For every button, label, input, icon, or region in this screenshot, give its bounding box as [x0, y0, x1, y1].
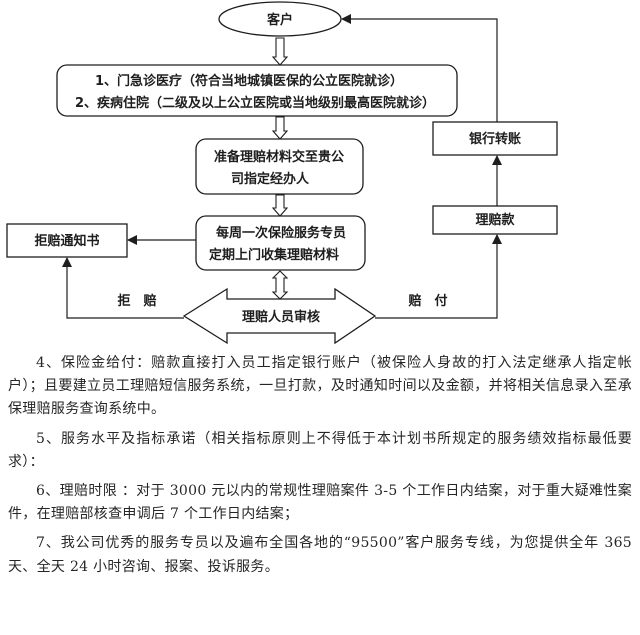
- bank-transfer-box: 银行转账: [432, 121, 558, 156]
- rejection-notice-box: 拒赔通知书: [6, 223, 128, 258]
- flow-arrow-weekly-to-review: [271, 270, 289, 300]
- paragraph-service-level: 5、服务水平及指标承诺（相关指标原则上不得低于本计划书所规定的服务绩效指标最低要…: [8, 430, 632, 470]
- flow-arrow-prepare-to-weekly: [271, 194, 289, 217]
- weekly-collection-box: 每周一次保险服务专员 定期上门收集理赔材料: [195, 215, 366, 271]
- weekly-line-2: 定期上门收集理赔材料: [208, 247, 339, 263]
- paragraph-hotline: 7、我公司优秀的服务专员以及遍布全国各地的“95500”客户服务专线，为您提供全…: [8, 535, 632, 575]
- flow-arrow-customer-to-medical: [271, 37, 289, 66]
- prepare-line-2: 司指定经办人: [231, 171, 310, 187]
- body-text: 4、保险金给付：赔款直接打入员工指定银行账户（被保险人身故的打入法定继承人指定帐…: [8, 352, 632, 585]
- pay-label: 赔 付: [407, 293, 447, 309]
- rejection-notice-label: 拒赔通知书: [34, 233, 99, 249]
- claim-payment-box: 理赔款: [432, 205, 558, 235]
- flow-line-reject: 拒 赔: [62, 257, 184, 319]
- medical-line-1: 1、门急诊医疗（符合当地城镇医保的公立医院就诊）: [95, 73, 403, 89]
- prepare-materials-box: 准备理赔材料交至贵公 司指定经办人: [195, 138, 364, 195]
- bank-transfer-label: 银行转账: [469, 131, 521, 147]
- paragraph-payment: 4、保险金给付：赔款直接打入员工指定银行账户（被保险人身故的打入法定继承人指定帐…: [8, 355, 632, 418]
- prepare-line-1: 准备理赔材料交至贵公: [214, 149, 344, 165]
- flow-line-pay: 赔 付: [375, 234, 502, 319]
- claim-review-arrow: 理赔人员审核: [182, 287, 377, 345]
- paragraph-claim-time: 6、理赔时限 ：对于 3000 元以内的常规性理赔案件 3-5 个工作日内结案，…: [8, 483, 632, 523]
- customer-node: 客户: [218, 1, 342, 37]
- review-label: 理赔人员审核: [242, 309, 320, 325]
- reject-label: 拒 赔: [117, 293, 156, 309]
- flow-arrow-bank-to-customer: [341, 14, 498, 122]
- medical-line-2: 2、疾病住院（二级及以上公立医院或当地级别最高医院就诊）: [75, 95, 435, 111]
- medical-treatment-box: 1、门急诊医疗（符合当地城镇医保的公立医院就诊） 2、疾病住院（二级及以上公立医…: [56, 64, 458, 117]
- claim-flowchart: 客户 1、门急诊医疗（符合当地城镇医保的公立医院就诊） 2、疾病住院（二级及以上…: [6, 1, 558, 345]
- claim-payment-label: 理赔款: [475, 212, 515, 228]
- flow-arrow-medical-to-prepare: [271, 116, 289, 140]
- customer-label: 客户: [267, 12, 293, 28]
- weekly-line-1: 每周一次保险服务专员: [216, 225, 346, 241]
